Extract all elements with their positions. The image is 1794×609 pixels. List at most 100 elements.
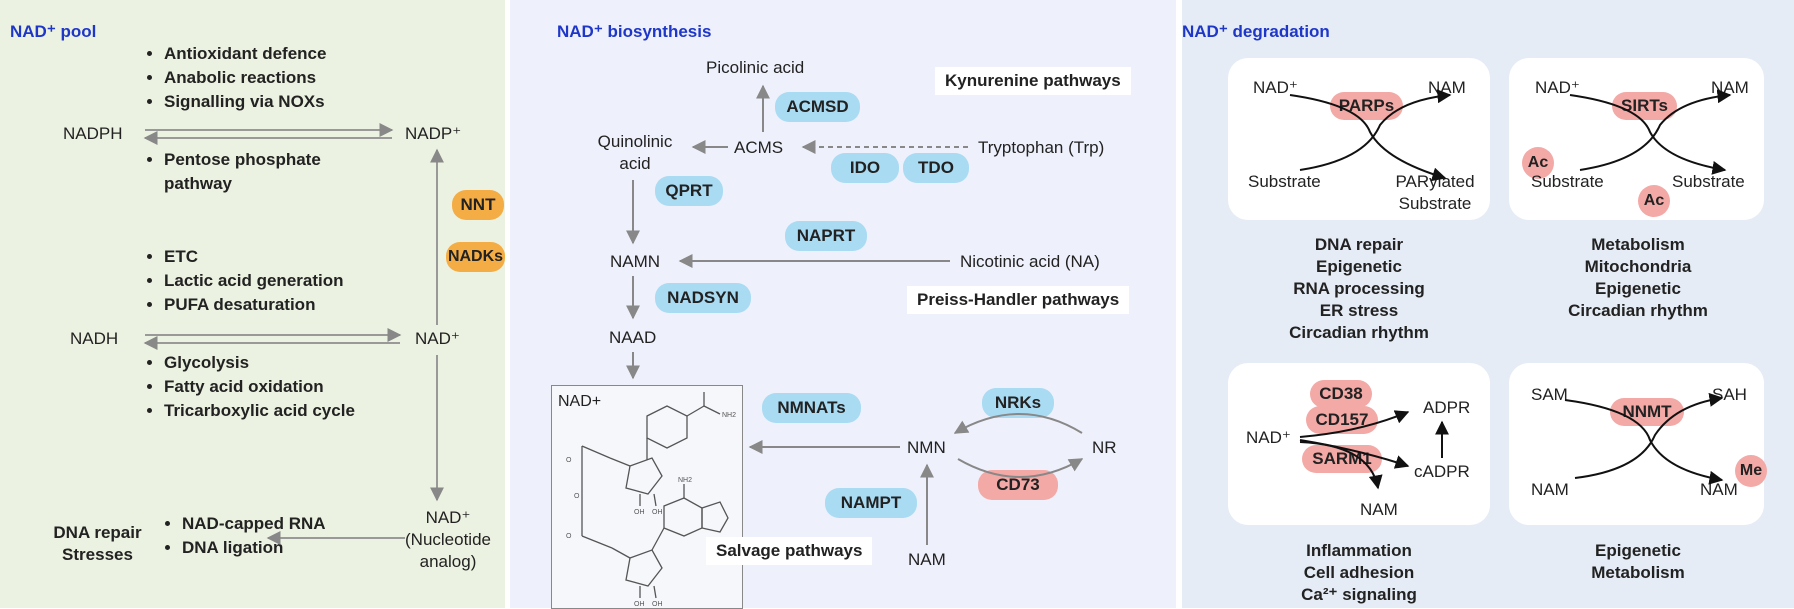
nnmt-functions: Epigenetic Metabolism (1520, 540, 1756, 584)
acms-label: ACMS (734, 138, 784, 157)
nrks-enzyme: NRKs (982, 388, 1054, 418)
cd73-enzyme: CD73 (978, 470, 1058, 500)
bullet-item: Antioxidant defence (164, 42, 326, 66)
analog-label: analog) (419, 552, 477, 571)
nad-label: NAD⁺ (415, 329, 460, 348)
function-item: ER stress (1319, 301, 1399, 320)
nucleotide-label: (Nucleotide (405, 530, 491, 549)
preiss-handler-pathways-label: Preiss-Handler pathways (907, 286, 1130, 314)
svg-text:NH2: NH2 (678, 477, 692, 484)
cd157-enzyme: CD157 (1306, 406, 1378, 434)
bullets-pentose: Pentose phosphate pathway (142, 148, 374, 196)
function-item: Epigenetic (1595, 279, 1681, 298)
bullet-item: NAD-capped RNA (182, 512, 326, 536)
nmn-label: NMN (907, 438, 946, 457)
nad-biosynthesis-title: NAD⁺ biosynthesis (557, 22, 712, 41)
methyl-badge: Me (1735, 455, 1767, 487)
acmsd-enzyme: ACMSD (775, 92, 860, 122)
parps-functions: DNA repair Epigenetic RNA processing ER … (1240, 234, 1478, 344)
nad-degradation-title: NAD⁺ degradation (1182, 22, 1330, 41)
svg-text:O: O (574, 493, 580, 500)
tdo-enzyme: TDO (903, 153, 969, 183)
svg-text:OH: OH (652, 509, 663, 516)
bullet-item: Fatty acid oxidation (164, 375, 355, 399)
bullets-glycolysis: Glycolysis Fatty acid oxidation Tricarbo… (142, 351, 355, 423)
salvage-pathways-label: Salvage pathways (706, 537, 873, 565)
nad-structure-drawing: NH2 O O O OH OH OH OH NH2 (566, 392, 736, 608)
sirts-enzyme: SIRTs (1612, 92, 1677, 120)
nadks-enzyme: NADKs (446, 242, 505, 272)
function-item: Inflammation (1306, 541, 1412, 560)
kynurenine-pathways-label: Kynurenine pathways (935, 67, 1131, 95)
bullets-mid: ETC Lactic acid generation PUFA desatura… (142, 245, 344, 317)
bullet-item: DNA ligation (182, 536, 326, 560)
nnmt-enzyme: NNMT (1610, 398, 1684, 426)
quinolinic-acid-label: Quinolinic (597, 132, 673, 151)
nadp-label: NADP⁺ (405, 124, 462, 143)
tryptophan-label: Tryptophan (Trp) (978, 138, 1105, 157)
function-item: Metabolism (1591, 563, 1685, 582)
dna-repair-label: DNA repair (53, 523, 142, 542)
cadpr-label: cADPR (1414, 462, 1470, 481)
svg-text:OH: OH (652, 601, 663, 608)
bullets-top: Antioxidant defence Anabolic reactions S… (142, 42, 326, 114)
nam-label: NAM (908, 550, 946, 569)
parylated-substrate-label: Substrate (1398, 194, 1472, 213)
svg-text:O: O (566, 457, 572, 464)
cd38-enzyme: CD38 (1310, 380, 1372, 408)
function-item: RNA processing (1293, 279, 1425, 298)
cd38-functions: Inflammation Cell adhesion Ca²⁺ signalin… (1240, 540, 1478, 606)
nr-label: NR (1092, 438, 1117, 457)
parps-enzyme: PARPs (1330, 92, 1403, 120)
nampt-enzyme: NAMPT (825, 488, 917, 518)
sam-label: SAM (1531, 385, 1568, 404)
function-item: Circadian rhythm (1289, 323, 1429, 342)
bullet-item: Anabolic reactions (164, 66, 326, 90)
function-item: Cell adhesion (1303, 563, 1415, 582)
sah-label: SAH (1712, 385, 1747, 404)
svg-text:OH: OH (634, 509, 645, 516)
nad-analog-label: NAD⁺ (425, 508, 471, 527)
nicotinic-acid-label: Nicotinic acid (NA) (960, 252, 1100, 271)
nad-structure-image: NAD+ (551, 385, 743, 609)
svg-text:O: O (566, 533, 572, 540)
qprt-enzyme: QPRT (655, 176, 723, 206)
sirts-substrate-in-label: Substrate (1531, 172, 1604, 191)
stresses-label: Stresses (62, 545, 133, 564)
bullet-item: Lactic acid generation (164, 269, 344, 293)
parps-nad-label: NAD⁺ (1253, 78, 1298, 97)
nadph-label: NADPH (63, 124, 123, 143)
ido-enzyme: IDO (831, 153, 899, 183)
naad-label: NAAD (609, 328, 657, 347)
picolinic-acid-label: Picolinic acid (706, 58, 805, 77)
acetyl-badge-2: Ac (1638, 185, 1670, 217)
nadsyn-enzyme: NADSYN (655, 283, 751, 313)
parps-nam-label: NAM (1428, 78, 1466, 97)
sirts-nad-label: NAD⁺ (1535, 78, 1580, 97)
parylated-label: PARylated (1395, 172, 1475, 191)
bullet-item: Pentose phosphate pathway (164, 148, 374, 196)
nnt-enzyme: NNT (452, 190, 504, 220)
svg-text:OH: OH (634, 601, 645, 608)
bullet-item: Tricarboxylic acid cycle (164, 399, 355, 423)
nad-pool-title: NAD⁺ pool (10, 22, 97, 41)
nmnats-enzyme: NMNATs (762, 393, 861, 423)
cd38-nam-label: NAM (1360, 500, 1398, 519)
bullets-bottom: NAD-capped RNA DNA ligation (160, 512, 326, 560)
bullet-item: Signalling via NOXs (164, 90, 326, 114)
nnmt-nam-in-label: NAM (1531, 480, 1569, 499)
function-item: Mitochondria (1584, 257, 1692, 276)
bullet-item: PUFA desaturation (164, 293, 344, 317)
cd38-nad-label: NAD⁺ (1246, 428, 1291, 447)
nad-pool-panel (0, 0, 505, 608)
acetyl-badge: Ac (1522, 147, 1554, 179)
function-item: Circadian rhythm (1568, 301, 1708, 320)
svg-text:NH2: NH2 (722, 412, 736, 419)
parps-substrate-label: Substrate (1248, 172, 1321, 191)
function-item: Epigenetic (1595, 541, 1681, 560)
namn-label: NAMN (610, 252, 661, 271)
function-item: DNA repair (1314, 235, 1404, 254)
quinolinic-acid-label-2: acid (619, 154, 651, 173)
naprt-enzyme: NAPRT (785, 221, 867, 251)
